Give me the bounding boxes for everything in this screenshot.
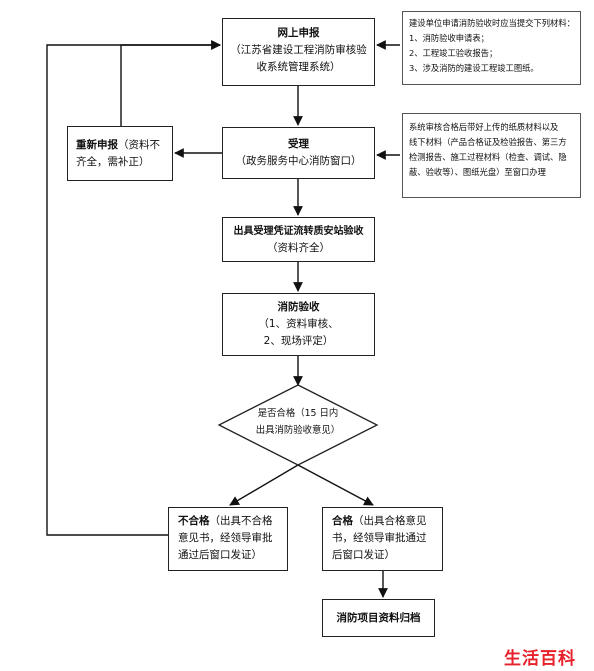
accept-line-1: （政务服务中心消防窗口）: [235, 155, 362, 167]
inspection-line-1: （1、资料审核、: [258, 318, 339, 330]
resubmit-box: 重新申报（资料不 齐全，需补正）: [67, 126, 173, 181]
archive-box: 消防项目资料归档: [322, 599, 435, 637]
pass-title: 合格: [332, 515, 353, 527]
arrow-resubmit-to-online: [120, 40, 221, 126]
online-submission-box: 网上申报 （江苏省建设工程消防审核验 收系统管理系统）: [222, 18, 375, 86]
materials-note-line-1: 建设单位申请消防验收时应当提交下列材料：: [409, 18, 575, 28]
online-submission-line-1: （江苏省建设工程消防审核验: [230, 44, 367, 56]
fail-line-2: 意见书，经领导审批: [178, 532, 273, 544]
fail-line-3: 通过后窗口发证）: [178, 549, 262, 561]
online-submission-line-2: 收系统管理系统）: [256, 61, 341, 73]
pass-line-2: 书，经领导审批通过: [332, 532, 427, 544]
offline-note-line-3: 检测报告、施工过程材料（检查、调试、隐: [409, 152, 567, 162]
archive-title: 消防项目资料归档: [336, 612, 421, 624]
arrow-decision-to-fail: [229, 464, 299, 506]
watermark-logo: 生活百科: [504, 649, 576, 669]
certificate-box: 出具受理凭证流转质安站验收 （资料齐全）: [222, 217, 375, 262]
inspection-line-2: 2、现场评定）: [263, 335, 334, 347]
fail-line-1: （出具不合格: [209, 515, 273, 527]
decision-line-1: 是否合格（15 日内: [257, 408, 339, 419]
fail-box: 不合格（出具不合格 意见书，经领导审批 通过后窗口发证）: [168, 507, 288, 571]
fail-title: 不合格: [178, 515, 210, 527]
resubmit-line-2: 齐全，需补正）: [76, 156, 150, 168]
accept-box: 受理 （政务服务中心消防窗口）: [222, 127, 375, 179]
materials-note: 建设单位申请消防验收时应当提交下列材料： 1、消防验收申请表； 2、工程竣工验收…: [402, 11, 581, 85]
certificate-line-1: （资料齐全）: [267, 242, 330, 254]
inspection-box: 消防验收 （1、资料审核、 2、现场评定）: [222, 293, 375, 356]
pass-line-3: 后窗口发证）: [332, 549, 395, 561]
offline-note-line-4: 蔽、验收等）、图纸光盘）至窗口办理: [409, 167, 546, 177]
pass-line-1: （出具合格意见: [353, 515, 427, 527]
decision-diamond: [217, 384, 379, 466]
materials-note-line-4: 3、涉及消防的建设工程竣工图纸。: [409, 63, 539, 73]
materials-note-line-3: 2、工程竣工验收报告；: [409, 48, 498, 58]
resubmit-line-1: （资料不: [118, 139, 160, 151]
offline-note-line-1: 系统审核合格后带好上传的纸质材料以及: [409, 122, 559, 132]
accept-title: 受理: [288, 138, 309, 150]
offline-materials-note: 系统审核合格后带好上传的纸质材料以及 线下材料（产品合格证及检验报告、第三方 检…: [402, 113, 581, 198]
arrow-fail-to-online: [46, 40, 221, 536]
offline-note-line-2: 线下材料（产品合格证及检验报告、第三方: [409, 137, 567, 147]
resubmit-title: 重新申报: [76, 139, 118, 151]
certificate-title: 出具受理凭证流转质安站验收: [233, 226, 364, 237]
online-submission-title: 网上申报: [277, 27, 320, 39]
inspection-title: 消防验收: [277, 301, 320, 313]
decision-line-2: 出具消防验收意见）: [255, 425, 341, 436]
pass-box: 合格（出具合格意见 书，经领导审批通过 后窗口发证）: [322, 507, 443, 571]
materials-note-line-2: 1、消防验收申请表；: [409, 33, 489, 43]
arrow-decision-to-pass: [297, 464, 374, 506]
decision-label: 是否合格（15 日内 出具消防验收意见）: [238, 405, 358, 439]
